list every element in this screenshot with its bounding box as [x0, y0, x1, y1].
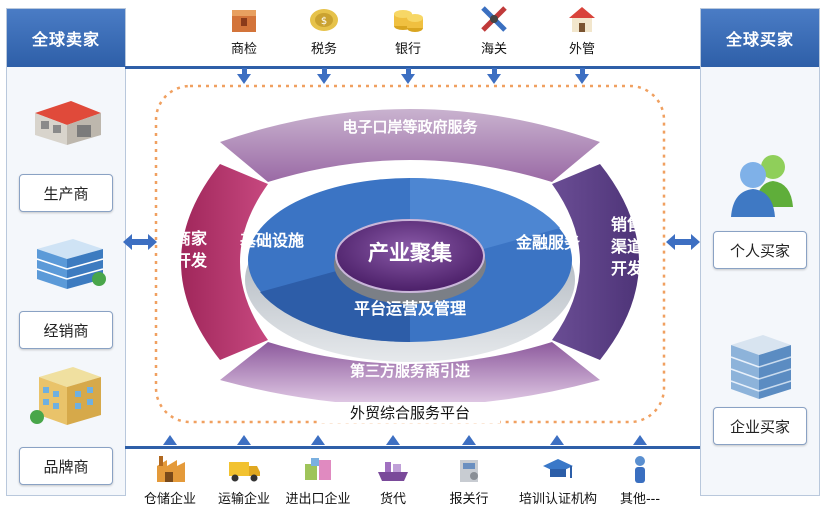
bottom-service-import-export[interactable]: 进出口企业 — [282, 454, 354, 507]
top-divider-line — [125, 66, 700, 69]
bottom-service-transport[interactable]: 运输企业 — [208, 454, 280, 507]
seller-item-producer[interactable]: 生产商 — [19, 174, 113, 212]
top-service-bank[interactable]: 银行 — [372, 4, 444, 57]
center-diagram-graphic — [154, 84, 666, 424]
factory-icon — [31, 91, 105, 147]
inner-ring-segment — [410, 177, 560, 250]
house-icon — [565, 4, 599, 34]
seller-item-brand[interactable]: 品牌商 — [19, 447, 113, 485]
top-service-forex[interactable]: 外管 — [546, 4, 618, 57]
outer-ring-top — [220, 109, 600, 182]
buyer-item-enterprise[interactable]: 企业买家 — [713, 407, 807, 445]
down-arrow-icon — [575, 74, 589, 84]
bottom-service-freight-forwarder[interactable]: 货代 — [357, 454, 429, 507]
inner-ring-segment — [260, 270, 410, 343]
corporate-building-icon — [723, 329, 799, 403]
right-panel: 全球买家 个人买家 企业买家 — [700, 8, 820, 496]
left-panel-title: 全球卖家 — [7, 9, 125, 67]
graduation-cap-icon — [541, 454, 575, 484]
inspection-box-icon — [227, 4, 261, 34]
bottom-service-others[interactable]: 其他--- — [604, 454, 676, 507]
bottom-service-warehouse[interactable]: 仓储企业 — [134, 454, 206, 507]
apartment-building-icon — [29, 363, 109, 429]
top-service-tax[interactable]: $ 税务 — [288, 4, 360, 57]
down-arrow-icon — [317, 74, 331, 84]
svg-text:$: $ — [321, 16, 327, 27]
bottom-service-label: 进出口企业 — [285, 492, 351, 507]
outer-right-label: 销售 渠道 开发 — [610, 215, 643, 278]
up-arrow-icon — [633, 435, 647, 445]
top-service-inspection[interactable]: 商检 — [208, 4, 280, 57]
up-arrow-icon — [311, 435, 325, 445]
tax-coin-icon: $ — [307, 4, 341, 34]
bottom-service-customs-broker[interactable]: 报关行 — [433, 454, 505, 507]
office-building-icon — [29, 231, 109, 291]
left-panel: 全球卖家 生产商 经销商 — [6, 8, 126, 496]
down-arrow-icon — [237, 74, 251, 84]
bottom-divider-line — [125, 446, 700, 449]
customs-broker-icon — [452, 454, 486, 484]
outer-bottom-label: 第三方服务商引进 — [349, 362, 470, 380]
inner-top-label: 商家认证 — [377, 161, 442, 180]
inner-right-label: 金融服务 — [515, 233, 580, 252]
buyer-item-individual[interactable]: 个人买家 — [713, 231, 807, 269]
top-service-label: 税务 — [310, 42, 337, 57]
outer-ring-right — [552, 164, 639, 360]
inner-left-label: 基础设施 — [239, 231, 304, 250]
person-icon — [623, 454, 657, 484]
arrow-stem — [580, 68, 585, 74]
outer-top-label: 电子口岸等政府服务 — [342, 118, 478, 136]
right-double-arrow-icon — [666, 232, 700, 252]
down-arrow-icon — [487, 74, 501, 84]
left-double-arrow-icon — [123, 232, 157, 252]
core-label: 产业聚集 — [368, 241, 452, 265]
inner-bottom-label: 平台运营及管理 — [353, 299, 466, 318]
truck-icon — [227, 454, 261, 484]
outer-left-label: 商家 开发 — [174, 229, 207, 270]
bottom-service-label: 其他--- — [619, 492, 661, 507]
bottom-service-label: 货代 — [379, 492, 406, 507]
outer-ring-bottom — [220, 342, 600, 406]
platform-label: 外贸综合服务平台 — [320, 402, 500, 423]
warehouse-icon — [153, 454, 187, 484]
right-panel-title: 全球买家 — [701, 9, 819, 67]
core-disc — [335, 219, 485, 293]
arrow-stem — [242, 68, 247, 74]
users-icon — [729, 149, 795, 219]
center-diagram: 电子口岸等政府服务 第三方服务商引进 商家 开发 销售 渠道 开发 商家认证 基… — [150, 80, 670, 430]
top-service-label: 海关 — [480, 42, 507, 57]
bottom-service-label: 运输企业 — [217, 492, 270, 507]
up-arrow-icon — [237, 435, 251, 445]
gold-coins-icon — [391, 4, 425, 34]
up-arrow-icon — [386, 435, 400, 445]
top-service-customs[interactable]: 海关 — [458, 4, 530, 57]
bottom-service-training[interactable]: 培训认证机构 — [510, 454, 606, 507]
up-arrow-icon — [550, 435, 564, 445]
top-service-label: 外管 — [568, 42, 595, 57]
seller-item-distributor[interactable]: 经销商 — [19, 311, 113, 349]
down-arrow-icon — [401, 74, 415, 84]
bottom-service-label: 报关行 — [449, 492, 489, 507]
outer-ring-left — [181, 164, 268, 360]
up-arrow-icon — [462, 435, 476, 445]
import-export-icon — [301, 454, 335, 484]
bottom-service-label: 培训认证机构 — [518, 492, 597, 507]
arrow-stem — [406, 68, 411, 74]
top-service-label: 银行 — [394, 42, 421, 57]
cargo-ship-icon — [376, 454, 410, 484]
arrow-stem — [492, 68, 497, 74]
customs-tools-icon — [477, 4, 511, 34]
arrow-stem — [322, 68, 327, 74]
up-arrow-icon — [163, 435, 177, 445]
bottom-service-label: 仓储企业 — [143, 492, 196, 507]
top-service-label: 商检 — [230, 42, 257, 57]
